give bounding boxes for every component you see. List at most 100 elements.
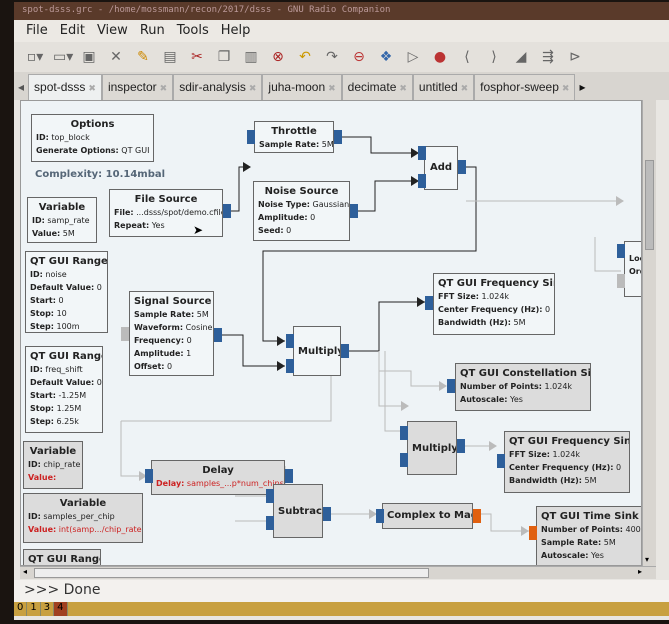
undo-icon[interactable]: ↶ xyxy=(299,49,311,65)
workspace-0[interactable]: 0 xyxy=(14,602,28,616)
block-multiply-1[interactable]: Multiply xyxy=(293,326,341,376)
delay-out-port[interactable] xyxy=(285,469,293,483)
edit-icon[interactable]: ✎ xyxy=(137,49,149,65)
workspace-1[interactable]: 1 xyxy=(27,602,41,616)
tab-inspector[interactable]: inspector✖ xyxy=(101,74,174,100)
add-in-port-1[interactable] xyxy=(418,174,426,188)
forward-icon[interactable]: ⟩ xyxy=(491,49,497,65)
tab-untitled[interactable]: untitled✖ xyxy=(412,74,475,100)
rotate-icon[interactable]: ◢ xyxy=(515,49,527,65)
block-qt-gui-range-noise[interactable]: QT GUI Range ID: noise Default Value: 0 … xyxy=(25,251,108,333)
stop-gen-icon[interactable]: ⊖ xyxy=(353,49,365,65)
cut-icon[interactable]: ✂ xyxy=(191,49,203,65)
print-icon[interactable]: ▤ xyxy=(163,49,177,65)
scroll-left-icon[interactable]: ◂ xyxy=(23,567,28,576)
multiply1-in-port-1[interactable] xyxy=(286,359,294,373)
menu-file[interactable]: File xyxy=(26,23,48,38)
add-in-port-0[interactable] xyxy=(418,146,426,160)
block-noise-source[interactable]: Noise Source Noise Type: Gaussian Amplit… xyxy=(253,181,350,241)
close-tab-icon[interactable]: ✖ xyxy=(159,83,168,93)
close-tab-icon[interactable]: ✖ xyxy=(88,83,96,93)
redo-icon[interactable]: ↷ xyxy=(326,49,338,65)
c2mag-in-port[interactable] xyxy=(376,509,384,523)
block-add[interactable]: Add xyxy=(424,146,458,190)
block-complex-to-mag[interactable]: Complex to Mag xyxy=(382,503,473,529)
delay-in-port[interactable] xyxy=(145,469,153,483)
block-variable-samples-per-chip[interactable]: Variable ID: samples_per_chip Value: int… xyxy=(23,493,143,543)
add-out-port[interactable] xyxy=(458,160,466,174)
throttle-out-port[interactable] xyxy=(334,130,342,144)
tab-spot-dsss[interactable]: spot-dsss✖ xyxy=(28,74,102,100)
fast-forward-icon[interactable]: ⊳ xyxy=(569,49,581,65)
multiply2-in-port-1[interactable] xyxy=(400,453,408,467)
horizontal-scrollbar-thumb[interactable] xyxy=(34,568,429,578)
multiply1-out-port[interactable] xyxy=(341,344,349,358)
tab-scroll-right-icon[interactable]: ▸ xyxy=(579,80,586,94)
block-qt-gui-time-sink[interactable]: QT GUI Time Sink Number of Points: 400 S… xyxy=(536,506,641,565)
tab-scroll-left-icon[interactable]: ◂ xyxy=(18,80,25,94)
time-sink-in-port[interactable] xyxy=(529,526,537,540)
multiply2-in-port-0[interactable] xyxy=(400,426,408,440)
block-signal-source[interactable]: Signal Source Sample Rate: 5M Waveform: … xyxy=(129,291,214,376)
block-qt-gui-frequency-sink-2[interactable]: QT GUI Frequency Sink FFT Size: 1.024k C… xyxy=(504,431,630,493)
throttle-in-port[interactable] xyxy=(247,130,255,144)
close-tab-icon[interactable]: ✖ xyxy=(561,83,570,93)
block-variable-samp-rate[interactable]: Variable ID: samp_rate Value: 5M xyxy=(27,197,97,243)
close-icon[interactable]: ✕ xyxy=(110,49,122,65)
delete-icon[interactable]: ⊗ xyxy=(272,49,284,65)
block-throttle[interactable]: Throttle Sample Rate: 5M xyxy=(254,121,334,153)
multiply2-out-port[interactable] xyxy=(457,439,465,453)
flowgraph-canvas[interactable]: Options ID: top_block Generate Options: … xyxy=(20,100,642,566)
run-icon[interactable]: ▷ xyxy=(407,49,419,65)
workspace-4[interactable]: 4 xyxy=(54,602,68,616)
close-tab-icon[interactable]: ✖ xyxy=(248,83,257,93)
scroll-down-icon[interactable]: ▾ xyxy=(645,555,650,564)
block-subtract[interactable]: Subtract xyxy=(273,484,323,538)
workspace-3[interactable]: 3 xyxy=(41,602,55,616)
menu-run[interactable]: Run xyxy=(139,23,165,38)
kill-icon[interactable]: ● xyxy=(433,49,447,65)
block-options[interactable]: Options ID: top_block Generate Options: … xyxy=(31,114,154,162)
paste-icon[interactable]: ▥ xyxy=(244,49,258,65)
generate-icon[interactable]: ❖ xyxy=(379,49,393,65)
multiply1-in-port-0[interactable] xyxy=(286,334,294,348)
back-icon[interactable]: ⟨ xyxy=(464,49,470,65)
block-loop-clipped[interactable]: Loo Ord xyxy=(624,241,641,297)
block-variable-chip-rate[interactable]: Variable ID: chip_rate Value: xyxy=(23,441,83,489)
copy-icon[interactable]: ❐ xyxy=(217,49,231,65)
freq-sink1-in-port[interactable] xyxy=(425,296,433,310)
signal-source-out-port[interactable] xyxy=(214,328,222,342)
tab-fosphor-sweep[interactable]: fosphor-sweep✖ xyxy=(474,74,576,100)
horizontal-scrollbar[interactable]: ◂ ▸ xyxy=(20,566,656,579)
menu-tools[interactable]: Tools xyxy=(176,23,209,38)
save-icon[interactable]: ▣ xyxy=(82,49,96,65)
scroll-right-icon[interactable]: ▸ xyxy=(637,567,642,576)
file-source-out-port[interactable] xyxy=(223,204,231,218)
menu-edit[interactable]: Edit xyxy=(59,23,85,38)
subtract-in-port-1[interactable] xyxy=(266,516,274,530)
tab-sdir-analysis[interactable]: sdir-analysis✖ xyxy=(173,74,263,100)
vertical-scrollbar-thumb[interactable] xyxy=(645,160,654,250)
subtract-in-port-0[interactable] xyxy=(266,489,274,503)
vertical-scrollbar[interactable]: ▾ xyxy=(642,100,656,566)
tab-juha-moon[interactable]: juha-moon✖ xyxy=(262,74,342,100)
freq-sink2-in-port[interactable] xyxy=(497,454,505,468)
block-qt-gui-range-bottom[interactable]: QT GUI Range xyxy=(23,549,101,565)
close-tab-icon[interactable]: ✖ xyxy=(460,83,469,93)
menu-help[interactable]: Help xyxy=(220,23,251,38)
new-icon[interactable]: ▫▾ xyxy=(26,49,44,65)
block-multiply-2[interactable]: Multiply xyxy=(407,421,457,475)
tab-decimate[interactable]: decimate✖ xyxy=(341,74,413,100)
block-qt-gui-range-freq-shift[interactable]: QT GUI Range ID: freq_shift Default Valu… xyxy=(25,346,103,433)
c2mag-out-port[interactable] xyxy=(473,509,481,523)
loop-in-port[interactable] xyxy=(617,244,625,258)
constellation-in-port[interactable] xyxy=(447,379,455,393)
signal-source-in-port[interactable] xyxy=(121,327,129,341)
block-qt-gui-frequency-sink-1[interactable]: QT GUI Frequency Sink FFT Size: 1.024k C… xyxy=(433,273,555,335)
noise-out-port[interactable] xyxy=(350,204,358,218)
close-tab-icon[interactable]: ✖ xyxy=(328,83,336,93)
close-tab-icon[interactable]: ✖ xyxy=(399,83,407,93)
bypass-icon[interactable]: ⇶ xyxy=(542,49,554,65)
block-file-source[interactable]: File Source File: ...dsss/spot/demo.cfil… xyxy=(109,189,223,237)
subtract-out-port[interactable] xyxy=(323,507,331,521)
